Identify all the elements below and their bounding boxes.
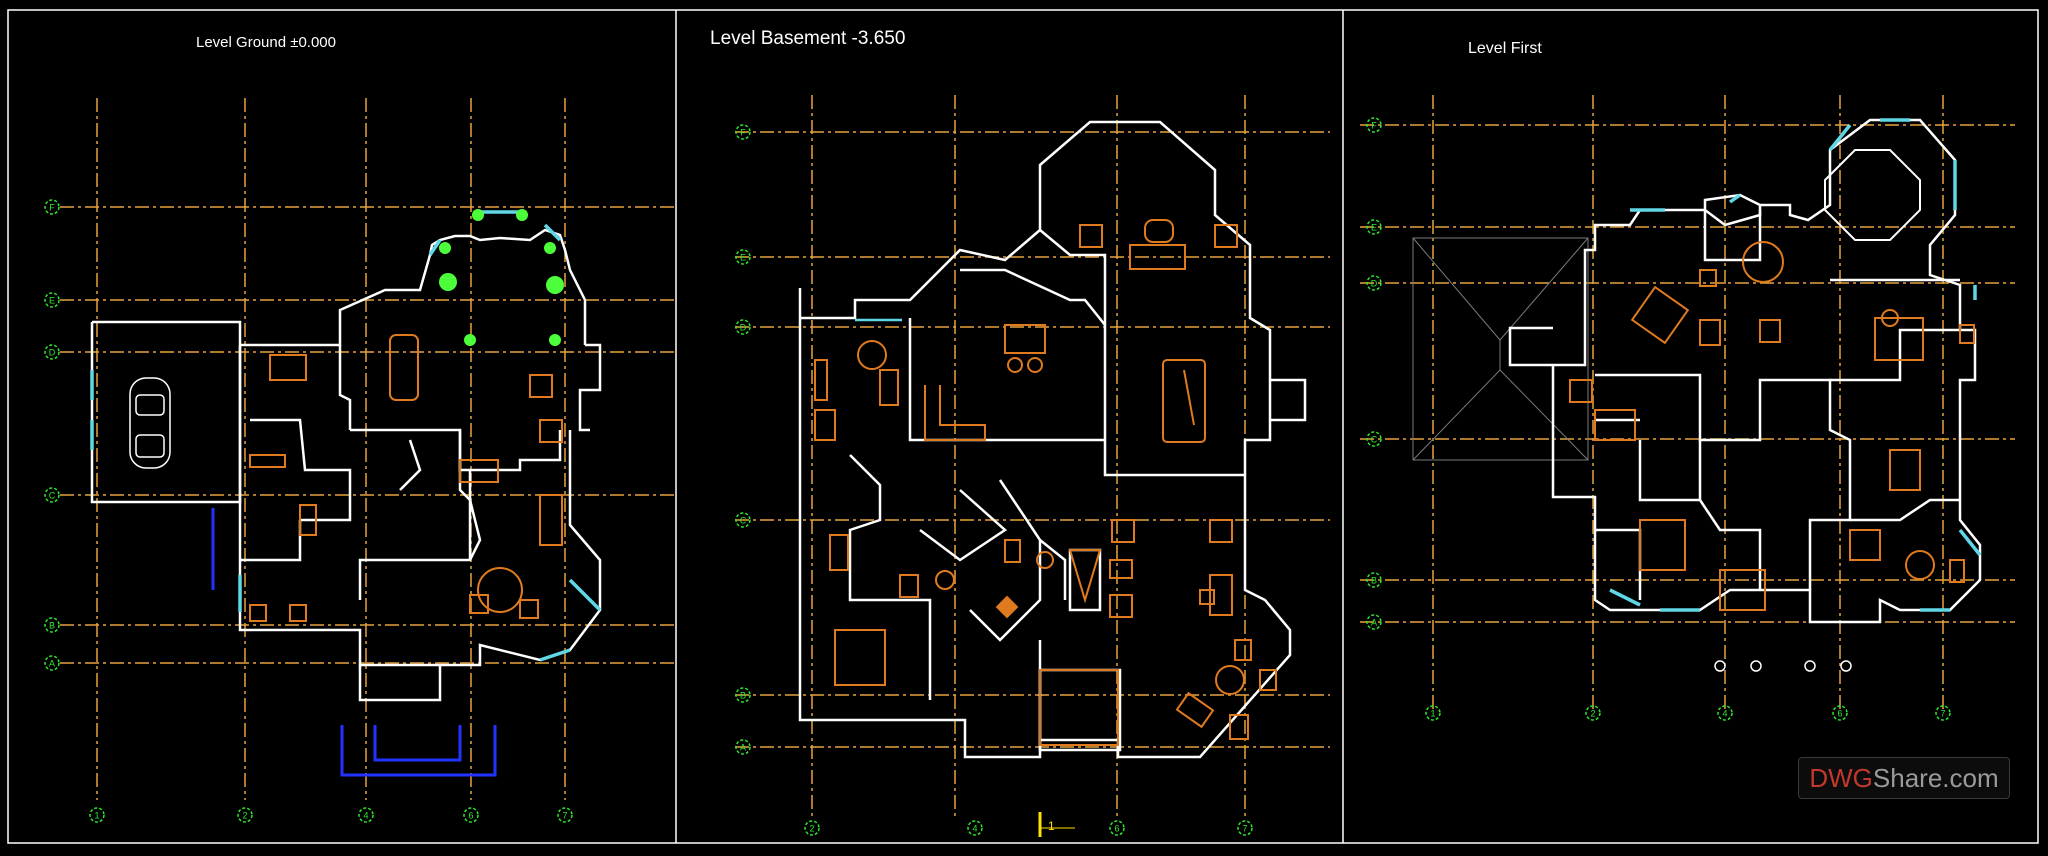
grid-bubble xyxy=(44,617,60,633)
first-roof-outline xyxy=(1412,237,1589,461)
grid-bubble-label: 2 xyxy=(809,824,814,834)
first-windows xyxy=(1609,118,1982,612)
grid-bubble-label: D xyxy=(740,323,747,333)
grid-bubble-label: 7 xyxy=(1940,709,1945,719)
basement-furniture xyxy=(814,219,1277,746)
grid-bubble xyxy=(1366,614,1382,630)
first-walls xyxy=(1508,118,1982,624)
grid-bubble-label: 6 xyxy=(468,811,473,821)
grid-bubble xyxy=(1366,117,1382,133)
basement-walls xyxy=(798,120,1307,759)
grid-bubble-label: C xyxy=(1371,435,1378,445)
grid-bubble xyxy=(735,249,751,265)
grid-bubble-label: D xyxy=(1371,279,1378,289)
dwgshare-watermark: DWGShare.com xyxy=(1798,757,2010,799)
grid-bubble-label: B xyxy=(49,621,55,631)
grid-bubble xyxy=(1109,820,1125,836)
grid-bubble-label: 6 xyxy=(1837,709,1842,719)
grid-bubble-label: D xyxy=(49,348,56,358)
grid-bubble xyxy=(1237,820,1253,836)
grid-bubble-label: 4 xyxy=(363,811,368,821)
grid-bubble-label: A xyxy=(49,659,55,669)
grid-bubble xyxy=(735,124,751,140)
grid-bubble-label: F xyxy=(1371,121,1377,131)
grid-bubble-label: E xyxy=(740,253,746,263)
grid-bubble-label: 4 xyxy=(972,824,977,834)
grid-bubble xyxy=(735,687,751,703)
ground-entry-stairs xyxy=(211,508,497,777)
grid-bubble xyxy=(44,344,60,360)
ground-level-plan: F E D C B A 1 2 4 6 7 xyxy=(44,98,676,823)
grid-bubble-label: 7 xyxy=(562,811,567,821)
first-grid-bubbles: F E D C B A 1 2 4 6 7 xyxy=(1366,117,1951,721)
grid-bubble-label: C xyxy=(49,491,56,501)
drawing-frame xyxy=(7,9,2039,844)
basement-level-plan: F E D C B A 2 4 6 7 1 xyxy=(735,95,1330,837)
watermark-part2: Share.com xyxy=(1872,763,1999,793)
grid-bubble xyxy=(735,739,751,755)
grid-bubble xyxy=(1832,705,1848,721)
first-level-plan: F E D C B A 1 2 4 6 7 xyxy=(1360,95,2015,721)
ground-walls xyxy=(90,228,602,702)
grid-bubble-label: 2 xyxy=(242,811,247,821)
grid-bubble-label: 1 xyxy=(1430,709,1435,719)
ground-plants xyxy=(439,209,564,346)
grid-bubble xyxy=(735,319,751,335)
grid-bubble-label: C xyxy=(740,516,747,526)
grid-bubble-label: 2 xyxy=(1590,709,1595,719)
grid-bubble xyxy=(1425,705,1441,721)
grid-bubble-label: 6 xyxy=(1114,824,1119,834)
basement-level-title: Level Basement -3.650 xyxy=(710,28,906,49)
first-railing-posts xyxy=(1714,660,1852,672)
grid-bubble-label: F xyxy=(740,128,746,138)
grid-bubble-label: B xyxy=(740,691,746,701)
first-gazebo xyxy=(1824,149,1921,241)
grid-bubble xyxy=(557,807,573,823)
grid-bubble-label: E xyxy=(1371,223,1377,233)
grid-bubble xyxy=(44,292,60,308)
ground-level-title: Level Ground ±0.000 xyxy=(196,34,336,51)
ground-gridlines xyxy=(60,98,676,800)
grid-bubble xyxy=(89,807,105,823)
first-furniture xyxy=(1569,241,1975,611)
grid-bubble-label: E xyxy=(49,296,55,306)
grid-bubble-label: B xyxy=(1371,576,1377,586)
grid-bubble-label: 4 xyxy=(1722,709,1727,719)
watermark-part1: DWG xyxy=(1809,763,1873,793)
grid-bubble xyxy=(1366,219,1382,235)
grid-bubble xyxy=(735,512,751,528)
grid-bubble xyxy=(967,820,983,836)
grid-bubble xyxy=(1366,431,1382,447)
grid-bubble-label: A xyxy=(740,743,746,753)
grid-bubble xyxy=(1935,705,1951,721)
grid-bubble xyxy=(463,807,479,823)
grid-bubble xyxy=(1366,275,1382,291)
grid-bubble-label: A xyxy=(1371,618,1377,628)
first-level-title: Level First xyxy=(1468,40,1542,57)
grid-bubble xyxy=(358,807,374,823)
grid-bubble-label: F xyxy=(49,203,55,213)
grid-bubble xyxy=(1717,705,1733,721)
grid-bubble xyxy=(1366,572,1382,588)
ground-furniture xyxy=(249,334,563,622)
section-marker: 1 xyxy=(1038,812,1075,837)
grid-bubble xyxy=(44,655,60,671)
basement-grid-bubbles: F E D C B A 2 4 6 7 xyxy=(735,124,1253,836)
grid-bubble xyxy=(44,199,60,215)
grid-bubble-label: 7 xyxy=(1242,824,1247,834)
ground-grid-bubbles: F E D C B A 1 2 4 6 7 xyxy=(44,199,573,823)
grid-bubble xyxy=(1585,705,1601,721)
grid-bubble xyxy=(44,487,60,503)
garage-car xyxy=(129,377,171,469)
ground-windows xyxy=(90,210,602,662)
section-mark-label: 1 xyxy=(1048,819,1055,833)
grid-bubble xyxy=(237,807,253,823)
grid-bubble-label: 1 xyxy=(94,811,99,821)
first-gridlines xyxy=(1360,95,2015,710)
grid-bubble xyxy=(804,820,820,836)
